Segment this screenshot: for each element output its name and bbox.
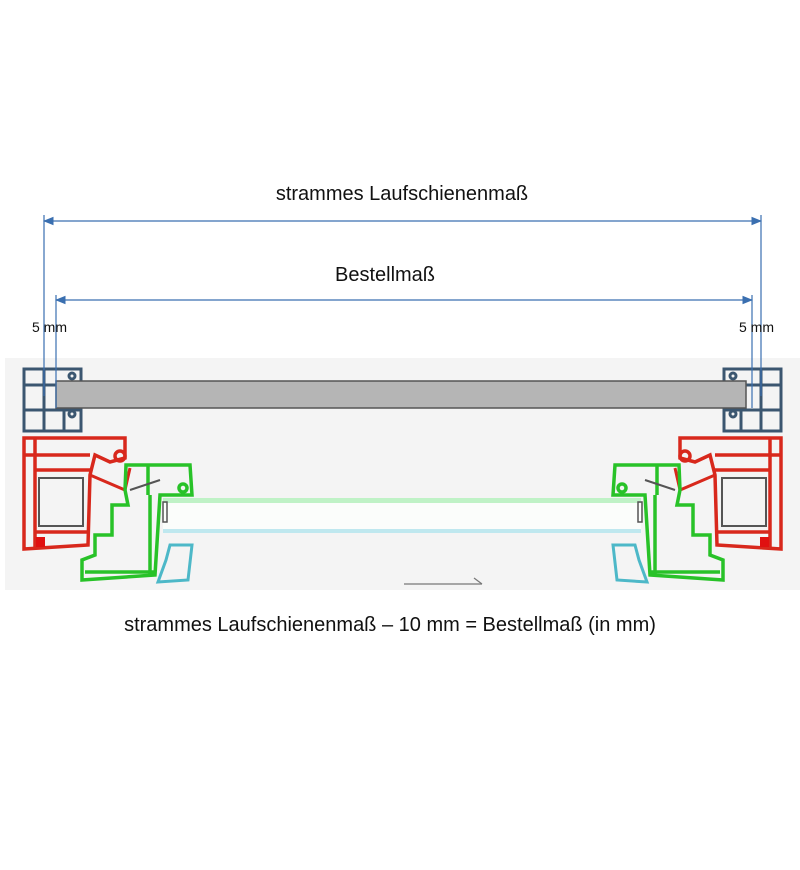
order-dimension-label: Bestellmaß (334, 264, 436, 286)
formula-text: strammes Laufschienenmaß – 10 mm = Beste… (124, 614, 656, 636)
outer-dimension-line (42, 215, 763, 396)
order-dimension-line (54, 295, 754, 408)
slide-direction-arrow-icon (404, 577, 483, 585)
outer-dimension-label: strammes Laufschienenmaß (275, 183, 529, 205)
insect-screen-bar (55, 380, 747, 409)
left-offset-label: 5 mm (32, 319, 67, 335)
right-offset-label: 5 mm (739, 319, 774, 335)
glass-pane (163, 498, 641, 533)
